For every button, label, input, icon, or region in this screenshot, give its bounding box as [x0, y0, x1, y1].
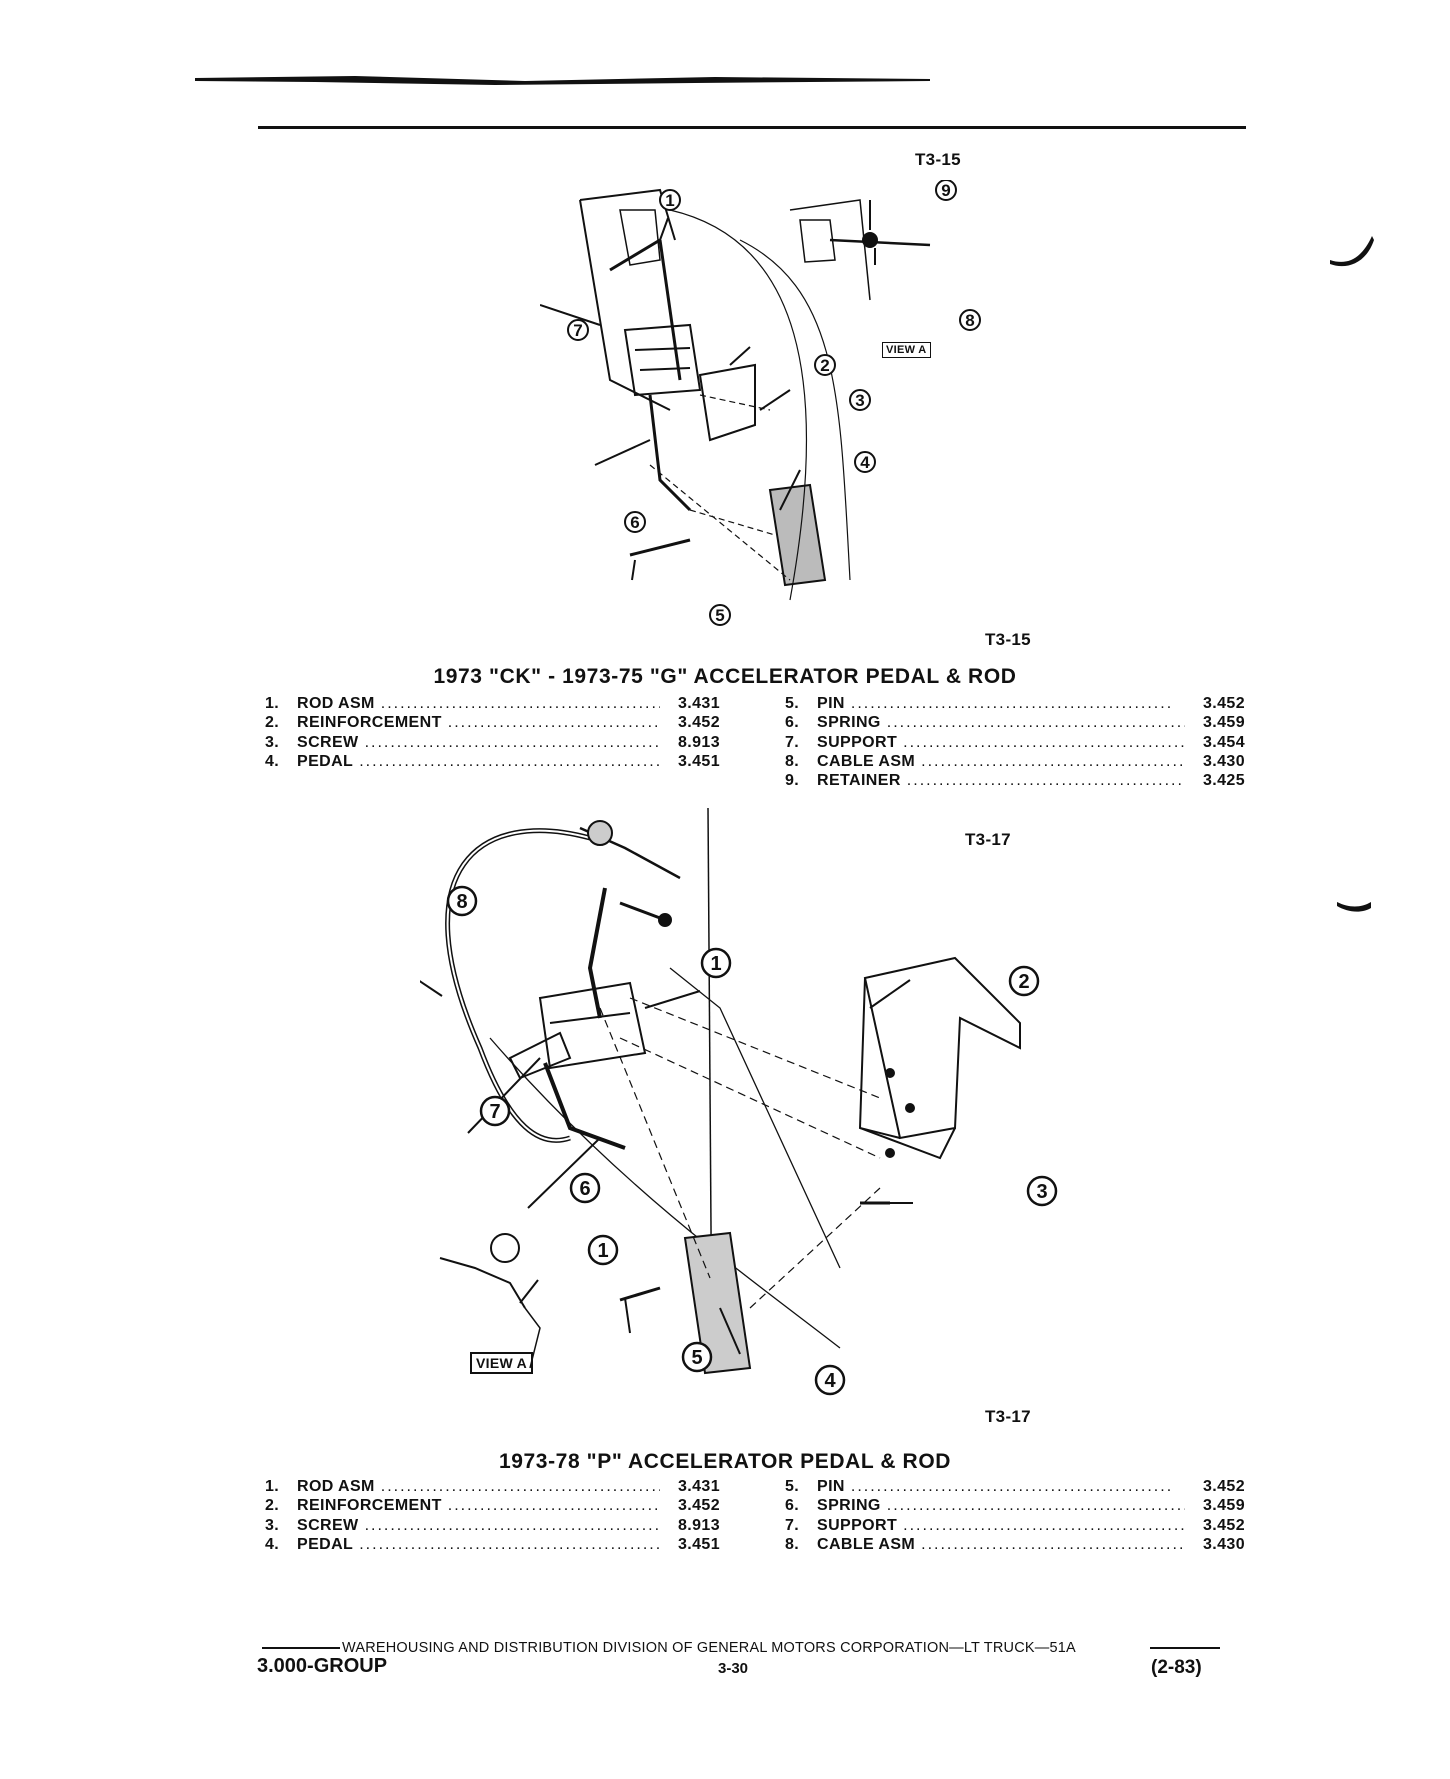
- view-tag: VIEW A: [882, 342, 931, 358]
- scan-edge-mark: [1337, 902, 1371, 912]
- callout-7: 7: [489, 1101, 500, 1123]
- callout-2: 2: [820, 356, 829, 375]
- leader-dots: ........................................…: [886, 1497, 1185, 1515]
- leader-dots: ........................................…: [903, 733, 1185, 751]
- leader-dots: ........................................…: [850, 695, 1174, 712]
- leader-dots: ........................................…: [364, 1516, 660, 1534]
- callout-1: 1: [665, 191, 674, 210]
- leader-dots: ........................................…: [850, 1478, 1174, 1495]
- callout-3: 3: [855, 391, 864, 410]
- top-rule: [258, 126, 1246, 129]
- part-row: 5. PIN .................................…: [785, 695, 1245, 712]
- part-row: 6. SPRING ..............................…: [785, 714, 1245, 732]
- bottom-parts-left: 1. ROD ASM .............................…: [265, 1477, 720, 1554]
- part-row: 1. ROD ASM .............................…: [265, 1478, 720, 1495]
- figure-ref-bottom: T3-17: [985, 1407, 1031, 1426]
- leader-dots: ........................................…: [380, 695, 660, 712]
- footer-page-number: 3-30: [718, 1660, 749, 1677]
- callout-6: 6: [579, 1178, 590, 1200]
- leader-dots: ........................................…: [380, 1478, 660, 1495]
- leader-dots: ........................................…: [903, 1516, 1185, 1534]
- part-row: 2. REINFORCEMENT .......................…: [265, 1497, 720, 1515]
- footer-date: (2-83): [1151, 1657, 1202, 1678]
- leader-dots: ........................................…: [364, 733, 660, 751]
- leader-dots: ........................................…: [447, 714, 660, 732]
- callout-5: 5: [715, 606, 724, 625]
- callout-3: 3: [1036, 1181, 1047, 1203]
- top-parts-left: 1. ROD ASM .............................…: [265, 694, 720, 771]
- callout-9: 9: [941, 181, 950, 200]
- footer-rule-right: [1150, 1647, 1220, 1649]
- top-exploded-diagram: 1 2 3 4 5 6 7 8 9: [540, 180, 981, 626]
- view-tag: VIEW A: [470, 1352, 534, 1374]
- leader-dots: ........................................…: [906, 772, 1185, 790]
- footer-division-line: WAREHOUSING AND DISTRIBUTION DIVISION OF…: [342, 1640, 1076, 1656]
- part-row: 7. SUPPORT .............................…: [785, 1516, 1245, 1534]
- callout-6: 6: [630, 513, 639, 532]
- leader-dots: ........................................…: [447, 1497, 660, 1515]
- part-row: 6. SPRING ..............................…: [785, 1497, 1245, 1515]
- part-row: 3. SCREW ...............................…: [265, 733, 720, 751]
- bottom-exploded-diagram: 8 1 2 3 4 5 6 7 1: [420, 808, 1058, 1396]
- leader-dots: ........................................…: [886, 714, 1185, 732]
- part-row: 7. SUPPORT .............................…: [785, 733, 1245, 751]
- top-caption: 1973 "CK" - 1973-75 "G" ACCELERATOR PEDA…: [433, 665, 1017, 688]
- callout-5: 5: [691, 1347, 702, 1369]
- part-row: 9. RETAINER ............................…: [785, 772, 1245, 790]
- part-row: 5. PIN .................................…: [785, 1478, 1245, 1495]
- leader-dots: ........................................…: [921, 1535, 1185, 1553]
- callout-1: 1: [710, 953, 721, 975]
- leader-dots: ........................................…: [359, 752, 660, 770]
- callout-7: 7: [573, 321, 582, 340]
- part-row: 1. ROD ASM .............................…: [265, 695, 720, 712]
- callout-8: 8: [965, 311, 974, 330]
- bottom-parts-right: 5. PIN .................................…: [785, 1477, 1245, 1554]
- part-row: 8. CABLE ASM ...........................…: [785, 1535, 1245, 1553]
- part-row: 3. SCREW ...............................…: [265, 1516, 720, 1534]
- callout-8: 8: [456, 891, 467, 913]
- callout-4: 4: [860, 453, 870, 472]
- scan-edge-mark: [1330, 236, 1374, 267]
- callout-2: 2: [1018, 971, 1029, 993]
- scan-streak: [195, 76, 930, 85]
- footer-rule-left: [262, 1647, 340, 1649]
- callout-4: 4: [824, 1370, 836, 1392]
- footer-group: 3.000-GROUP: [257, 1655, 388, 1677]
- leader-dots: ........................................…: [921, 752, 1185, 770]
- bottom-caption: 1973-78 "P" ACCELERATOR PEDAL & ROD: [498, 1450, 952, 1473]
- figure-ref-bottom: T3-15: [985, 630, 1031, 649]
- figure-ref-top: T3-17: [965, 830, 1011, 849]
- leader-dots: ........................................…: [359, 1535, 660, 1553]
- part-row: 2. REINFORCEMENT .......................…: [265, 714, 720, 732]
- part-row: 8. CABLE ASM ...........................…: [785, 752, 1245, 770]
- callout-1-view-a: 1: [597, 1240, 608, 1262]
- part-row: 4. PEDAL ...............................…: [265, 752, 720, 770]
- figure-ref-top: T3-15: [915, 150, 961, 169]
- part-row: 4. PEDAL ...............................…: [265, 1535, 720, 1553]
- top-parts-right: 5. PIN .................................…: [785, 694, 1245, 790]
